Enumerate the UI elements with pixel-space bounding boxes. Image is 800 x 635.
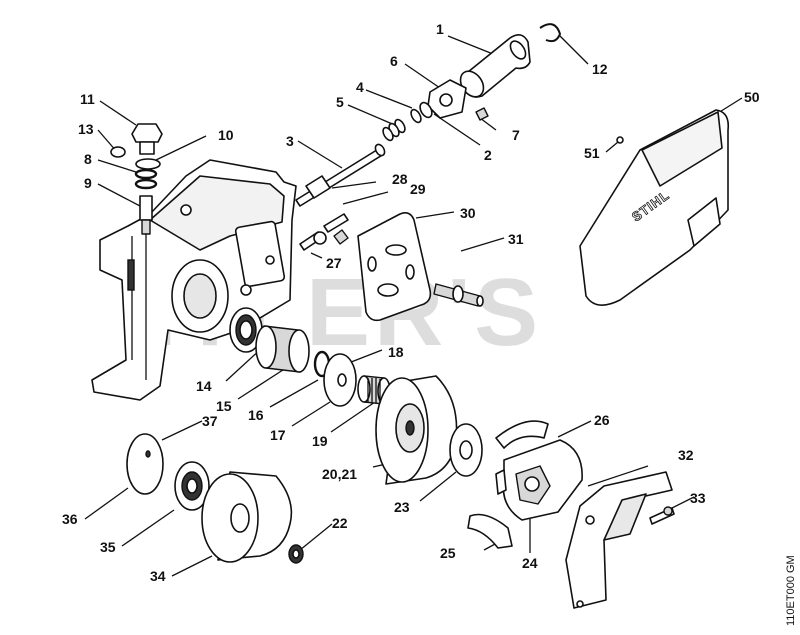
callout-6: 6 <box>390 53 398 69</box>
callout-30: 30 <box>460 205 476 221</box>
callout-23: 23 <box>394 499 410 515</box>
part-4-washer <box>410 108 422 124</box>
callout-13: 13 <box>78 121 94 137</box>
part-20-21-clutch-drum <box>375 375 458 485</box>
callout-33: 33 <box>690 490 706 506</box>
callout-36: 36 <box>62 511 78 527</box>
part-34-drum <box>201 471 293 563</box>
callout-16: 16 <box>248 407 264 423</box>
part-35-bearing <box>174 461 210 511</box>
part-33-screw <box>649 506 675 525</box>
part-8-o-ring <box>134 168 158 180</box>
part-9-valve <box>139 195 153 235</box>
part-27-screw <box>299 231 327 251</box>
part-1-sleeve <box>459 34 531 98</box>
part-23-washer <box>449 423 483 477</box>
callout-4: 4 <box>356 79 364 95</box>
part-3-shaft <box>295 143 386 207</box>
callout-19: 19 <box>312 433 328 449</box>
part-50-sprocket-cover: STIHL <box>579 109 730 306</box>
part-11-oil-cap <box>131 123 163 155</box>
callout-9: 9 <box>84 175 92 191</box>
callout-37: 37 <box>202 413 218 429</box>
part-17-disc <box>323 353 357 407</box>
callout-32: 32 <box>678 447 694 463</box>
part-29-cap <box>333 229 349 245</box>
callout-35: 35 <box>100 539 116 555</box>
callout-7: 7 <box>512 127 520 143</box>
part-32-bracket <box>565 471 673 609</box>
callout-20-21: 20,21 <box>322 466 357 482</box>
part-25-spring <box>467 513 513 549</box>
callout-31: 31 <box>508 231 524 247</box>
callout-10: 10 <box>218 127 234 143</box>
callout-14: 14 <box>196 378 212 394</box>
part-12-circlip <box>539 23 561 43</box>
part-24-clutch <box>495 439 583 521</box>
callout-25: 25 <box>440 545 456 561</box>
callout-50: 50 <box>744 89 760 105</box>
callout-34: 34 <box>150 568 166 584</box>
part-2-washer <box>419 101 433 119</box>
callout-labels: 1 2 3 4 5 6 7 8 9 10 11 12 13 14 15 16 1… <box>62 21 760 584</box>
callout-51: 51 <box>584 145 600 161</box>
part-10-seal <box>135 158 161 170</box>
callout-5: 5 <box>336 94 344 110</box>
callout-8: 8 <box>84 151 92 167</box>
callout-12: 12 <box>592 61 608 77</box>
part-13-clip <box>110 146 126 158</box>
part-30-guide-plate <box>357 212 432 322</box>
part-36-disc <box>126 433 164 495</box>
callout-15: 15 <box>216 398 232 414</box>
callout-29: 29 <box>410 181 426 197</box>
callout-2: 2 <box>484 147 492 163</box>
part-28-pin <box>323 213 349 233</box>
part-14-bearing <box>229 307 263 353</box>
part-51-screw <box>616 136 624 144</box>
callout-18: 18 <box>388 344 404 360</box>
part-8-o-ring-2 <box>134 178 158 190</box>
part-15-oil-pump-worm <box>255 325 310 373</box>
callout-27: 27 <box>326 255 342 271</box>
part-22-washer-hole <box>292 549 300 559</box>
part-6-housing <box>427 79 467 119</box>
callout-22: 22 <box>332 515 348 531</box>
part-26-clutch-shoe <box>495 420 549 449</box>
part-7-plug <box>475 107 489 121</box>
callout-11: 11 <box>80 91 95 107</box>
callout-1: 1 <box>436 21 444 37</box>
part-5-spring <box>382 118 406 142</box>
callout-3: 3 <box>286 133 294 149</box>
drawing-code: 110ET000 GM <box>785 555 797 626</box>
callout-26: 26 <box>594 412 610 428</box>
callout-24: 24 <box>522 555 538 571</box>
part-31-stud <box>433 283 484 307</box>
callout-28: 28 <box>392 171 408 187</box>
leader-lines <box>84 35 743 577</box>
callout-17: 17 <box>270 427 286 443</box>
